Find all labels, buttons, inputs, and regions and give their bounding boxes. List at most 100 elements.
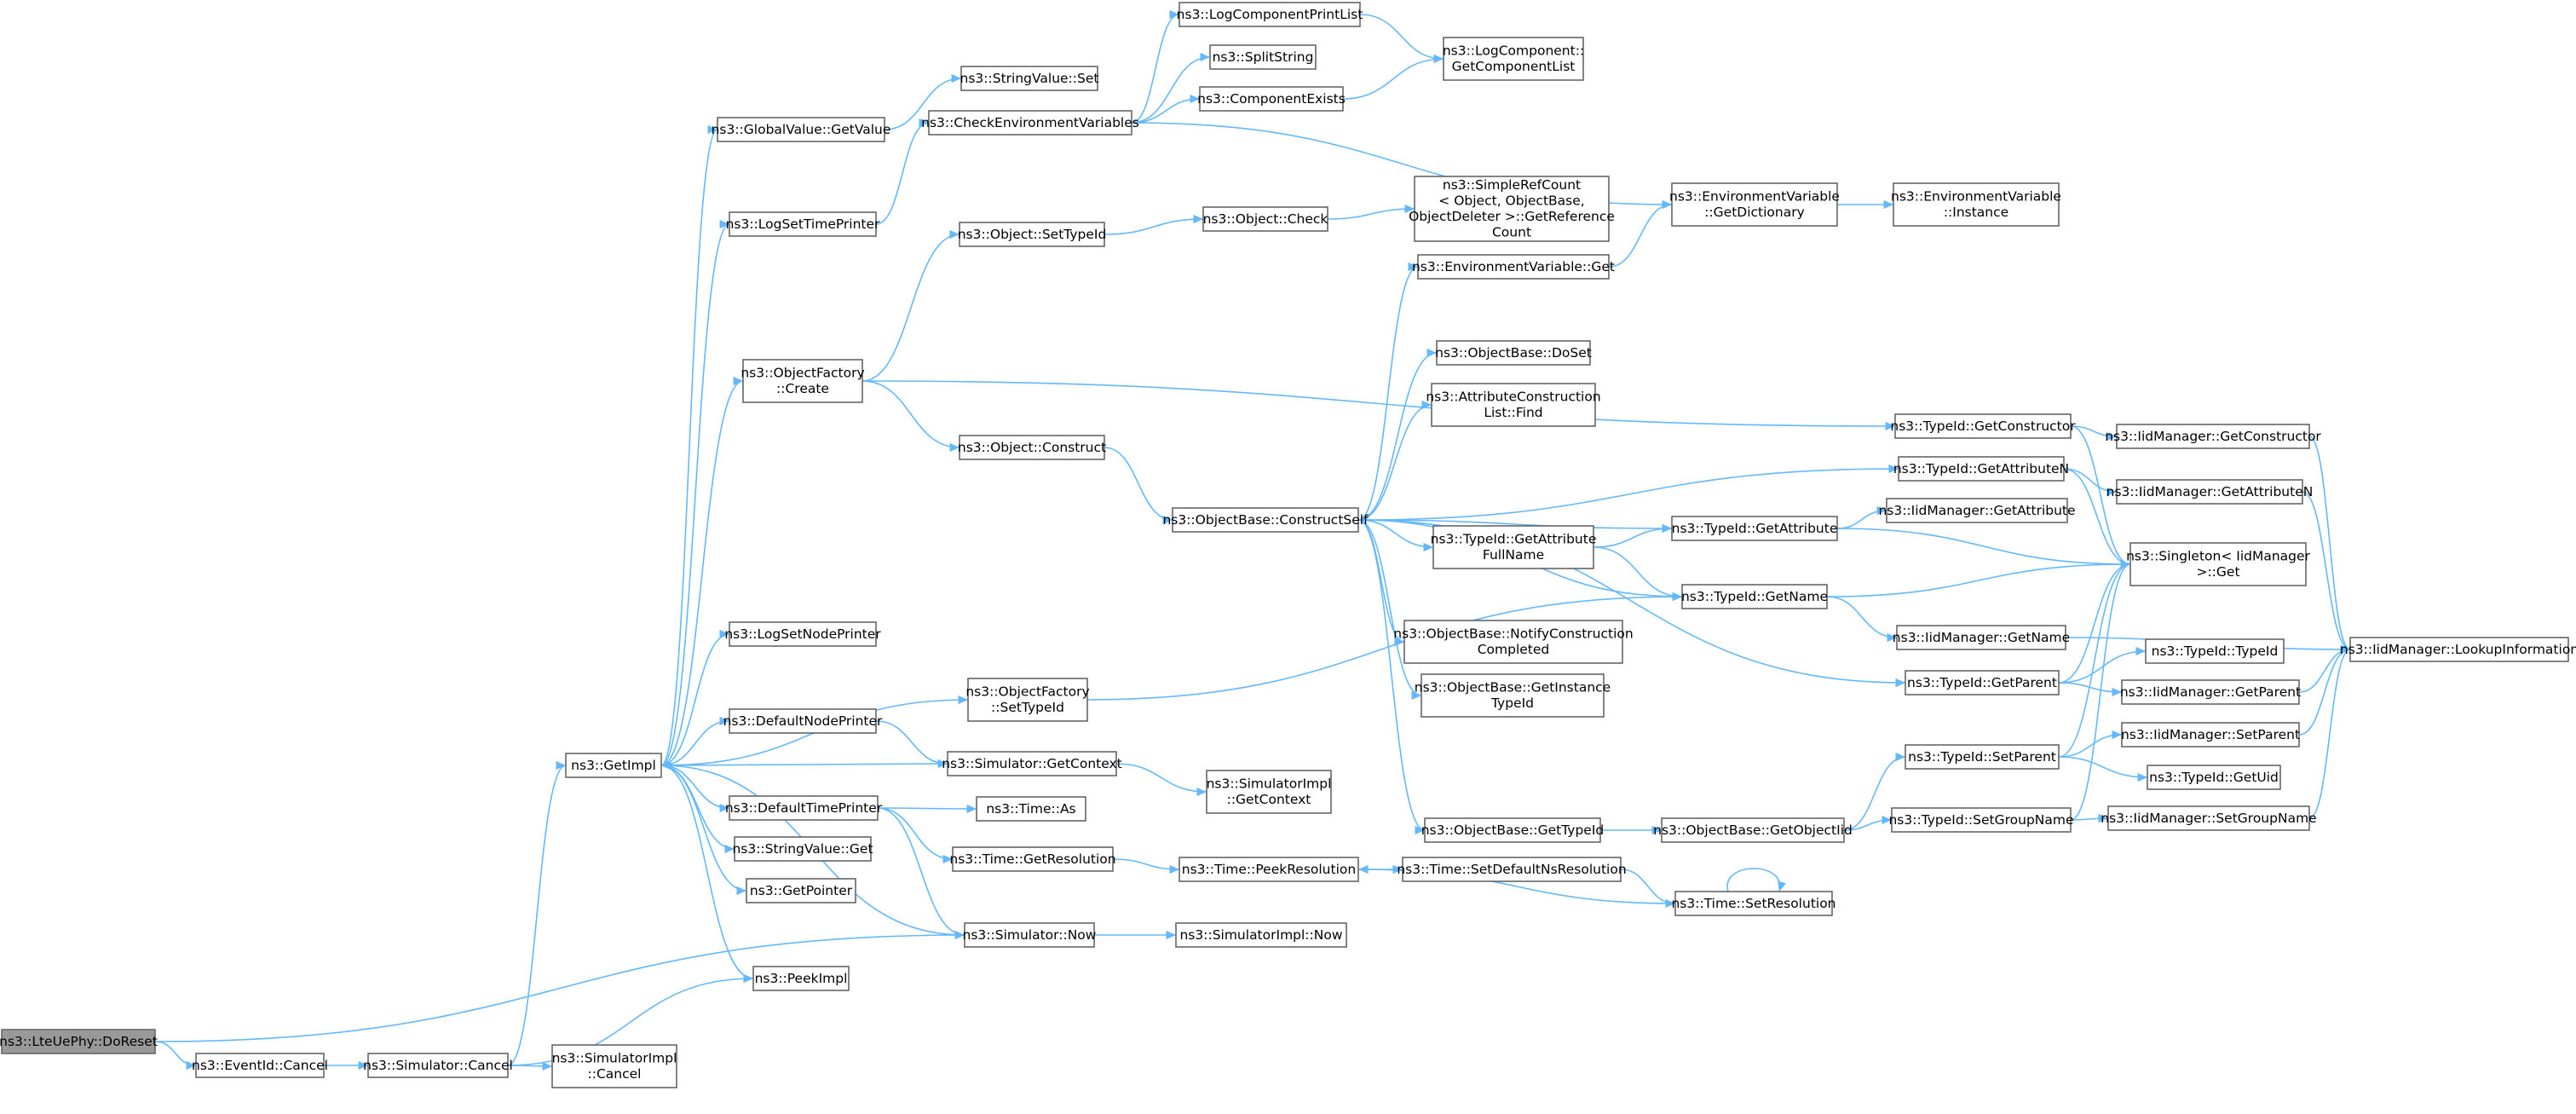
node-typeid_getuid[interactable]: ns3::TypeId::GetUid (2147, 765, 2281, 790)
node-objfactory_settypeid[interactable]: ns3::ObjectFactory::SetTypeId (965, 678, 1090, 722)
node-obj_check[interactable]: ns3::Object::Check (1202, 206, 1328, 232)
node-sv_get[interactable]: ns3::StringValue::Get (732, 836, 873, 862)
node-obj_settypeid[interactable]: ns3::Object::SetTypeId (958, 222, 1107, 247)
edge-ob_constructself-to-typeid_getattribute (1357, 519, 1673, 534)
edge-typeid_getattributen-to-iid_getattributen (2063, 468, 2118, 497)
edge-getimpl-to-objfactory_create (660, 376, 744, 766)
node-typeid_getattribute[interactable]: ns3::TypeId::GetAttribute (1671, 516, 1838, 541)
node-label: ns3::TypeId::GetAttribute (1431, 532, 1597, 547)
node-iid_getparent[interactable]: ns3::IidManager::GetParent (2120, 679, 2301, 705)
node-label: ns3::SimulatorImpl::Now (1179, 927, 1342, 943)
node-box (1661, 817, 1845, 843)
node-box (729, 708, 877, 734)
node-getimpl[interactable]: ns3::GetImpl (565, 753, 662, 778)
node-iid_setgroupname[interactable]: ns3::IidManager::SetGroupName (2101, 805, 2317, 831)
node-box (976, 796, 1086, 822)
node-doreset[interactable]: ns3::LteUePhy::DoReset (0, 1029, 158, 1054)
node-time_getresolution[interactable]: ns3::Time::GetResolution (949, 846, 1116, 872)
edge-ob_constructself-to-ob_doset (1357, 348, 1438, 521)
node-envvar_getdict[interactable]: ns3::EnvironmentVariable::GetDictionary (1669, 182, 1840, 227)
node-iid_setparent[interactable]: ns3::IidManager::SetParent (2121, 722, 2300, 747)
node-typeid_getname[interactable]: ns3::TypeId::GetName (1681, 584, 1828, 609)
node-log_settimeprinter[interactable]: ns3::LogSetTimePrinter (726, 211, 880, 237)
node-box (1431, 383, 1596, 427)
node-ob_doset[interactable]: ns3::ObjectBase::DoSet (1435, 340, 1592, 366)
node-getpointer[interactable]: ns3::GetPointer (746, 878, 856, 903)
node-box (960, 66, 1098, 91)
node-ob_notify[interactable]: ns3::ObjectBase::NotifyConstructionCompl… (1393, 620, 1634, 664)
node-typeid_typeid[interactable]: ns3::TypeId::TypeId (2145, 638, 2285, 664)
node-eventid_cancel[interactable]: ns3::EventId::Cancel (192, 1053, 328, 1078)
edges-layer (154, 9, 2351, 1071)
edge-getimpl-to-log_setnodeprinter (660, 629, 730, 766)
node-label: ns3::ObjectBase::GetInstance (1415, 680, 1611, 696)
node-obj_construct[interactable]: ns3::Object::Construct (958, 435, 1106, 460)
node-box (1896, 625, 2066, 650)
node-time_setdefaultns[interactable]: ns3::Time::SetDefaultNsResolution (1397, 857, 1627, 882)
node-logcomp_getlist[interactable]: ns3::LogComponent::GetComponentList (1443, 37, 1584, 81)
node-checkenv[interactable]: ns3::CheckEnvironmentVariables (921, 110, 1139, 136)
node-label: ::Cancel (588, 1066, 642, 1082)
node-label: ns3::Time::PeekResolution (1182, 862, 1356, 877)
edge-ob_constructself-to-ob_getinstancetypeid (1357, 519, 1422, 701)
node-box (1443, 37, 1584, 81)
node-typeid_getattributen[interactable]: ns3::TypeId::GetAttributeN (1893, 456, 2069, 482)
node-splitstring[interactable]: ns3::SplitString (1209, 44, 1317, 70)
node-sv_set[interactable]: ns3::StringValue::Set (960, 66, 1099, 91)
node-log_setnodeprinter[interactable]: ns3::LogSetNodePrinter (724, 621, 881, 647)
node-box (947, 751, 1117, 776)
node-time_setresolution[interactable]: ns3::Time::SetResolution (1671, 891, 1836, 916)
edge-log_settimeprinter-to-checkenv (875, 118, 930, 225)
node-sim_now[interactable]: ns3::Simulator::Now (963, 922, 1097, 948)
node-sim_cancel[interactable]: ns3::Simulator::Cancel (363, 1053, 513, 1078)
node-iid_getattributen[interactable]: ns3::IidManager::GetAttributeN (2106, 479, 2314, 505)
node-box (742, 359, 863, 403)
node-defaulttimeprinter[interactable]: ns3::DefaultTimePrinter (725, 795, 883, 821)
node-defaultnodeprinter[interactable]: ns3::DefaultNodePrinter (723, 708, 883, 734)
node-compexists[interactable]: ns3::ComponentExists (1197, 86, 1346, 112)
node-peekimpl[interactable]: ns3::PeekImpl (752, 966, 850, 991)
node-gv_getvalue[interactable]: ns3::GlobalValue::GetValue (712, 117, 891, 142)
node-sim_getcontext[interactable]: ns3::Simulator::GetContext (942, 751, 1122, 776)
node-label: ns3::ObjectBase::NotifyConstruction (1393, 626, 1633, 642)
node-iid_getname[interactable]: ns3::IidManager::GetName (1893, 625, 2070, 650)
node-simplerefcount[interactable]: ns3::SimpleRefCount< Object, ObjectBase,… (1409, 176, 1615, 242)
node-label: ns3::SimulatorImpl (552, 1051, 677, 1066)
node-time_as[interactable]: ns3::Time::As (976, 796, 1086, 822)
node-label: ns3::IidManager::GetAttribute (1878, 503, 2075, 518)
node-ob_getobjectiid[interactable]: ns3::ObjectBase::GetObjectIid (1653, 817, 1853, 843)
edge-defaulttimeprinter-to-sim_now (877, 807, 965, 940)
node-box (1436, 340, 1591, 366)
node-envvar_instance[interactable]: ns3::EnvironmentVariable::Instance (1891, 182, 2061, 227)
node-envvar_get[interactable]: ns3::EnvironmentVariable::Get (1412, 254, 1615, 280)
node-ob_constructself[interactable]: ns3::ObjectBase::ConstructSelf (1162, 507, 1369, 533)
edge-typeid_setparent-to-typeid_getuid (2058, 756, 2148, 782)
node-typeid_getconstructor[interactable]: ns3::TypeId::GetConstructor (1890, 413, 2076, 439)
node-box (1199, 86, 1344, 112)
node-logcompprintlist[interactable]: ns3::LogComponentPrintList (1177, 2, 1363, 27)
node-ob_gettypeid[interactable]: ns3::ObjectBase::GetTypeId (1421, 817, 1605, 843)
node-singleton_get[interactable]: ns3::Singleton< IidManager>::Get (2126, 542, 2311, 586)
node-simimpl_getcontext[interactable]: ns3::SimulatorImpl::GetContext (1206, 770, 1332, 814)
node-label: ns3::TypeId::GetParent (1907, 675, 2057, 690)
node-box (565, 753, 662, 778)
node-box (2349, 637, 2569, 662)
node-typeid_setparent[interactable]: ns3::TypeId::SetParent (1905, 744, 2060, 770)
node-box (1905, 744, 2060, 770)
node-time_peekresolution[interactable]: ns3::Time::PeekResolution (1179, 857, 1359, 882)
node-typeid_getparent[interactable]: ns3::TypeId::GetParent (1905, 670, 2060, 696)
node-iid_lookup[interactable]: ns3::IidManager::LookupInformation (2340, 637, 2576, 662)
node-simimpl_cancel[interactable]: ns3::SimulatorImpl::Cancel (551, 1044, 677, 1088)
node-iid_getconstructor[interactable]: ns3::IidManager::GetConstructor (2105, 424, 2321, 449)
node-simimpl_now[interactable]: ns3::SimulatorImpl::Now (1175, 922, 1347, 948)
edge-time_getresolution-to-time_peekresolution (1112, 858, 1180, 874)
edge-objfactory_settypeid-to-typeid_getname (1086, 592, 1683, 701)
node-iid_getattribute[interactable]: ns3::IidManager::GetAttribute (1878, 498, 2076, 523)
node-label: ns3::EnvironmentVariable (1891, 189, 2061, 205)
edge-typeid_getconstructor-to-singleton_get (2070, 425, 2131, 569)
node-typeid_setgroupname[interactable]: ns3::TypeId::SetGroupName (1888, 807, 2074, 833)
node-objfactory_create[interactable]: ns3::ObjectFactory::Create (741, 359, 865, 403)
